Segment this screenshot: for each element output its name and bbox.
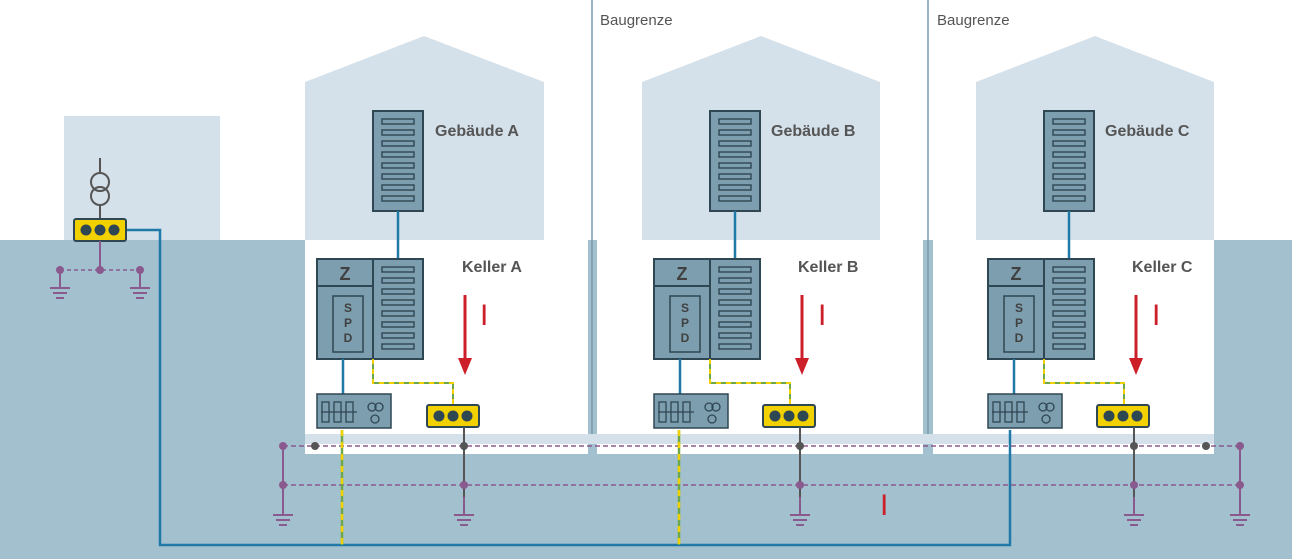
transformer-icon bbox=[90, 158, 110, 219]
ground-current-label: I bbox=[880, 489, 888, 522]
substation-busbar bbox=[73, 218, 127, 242]
meter-label-a: Z bbox=[340, 264, 351, 284]
earth-node bbox=[1236, 481, 1244, 489]
equipotential-busbar-icon bbox=[1096, 404, 1150, 428]
pen-node bbox=[279, 442, 287, 450]
pen-node bbox=[1130, 442, 1138, 450]
current-label-a: I bbox=[480, 299, 488, 332]
building-b bbox=[642, 36, 880, 240]
pen-node bbox=[796, 442, 804, 450]
pen-node bbox=[460, 442, 468, 450]
building-label-a: Gebäude A bbox=[435, 123, 519, 140]
boundary-label-1: Baugrenze bbox=[600, 12, 673, 29]
building-label-c: Gebäude C bbox=[1105, 123, 1190, 140]
equipotential-busbar-icon bbox=[426, 404, 480, 428]
foundation-strip bbox=[305, 434, 1214, 444]
pe-link-b bbox=[709, 359, 791, 405]
earth-node bbox=[279, 481, 287, 489]
current-label-c: I bbox=[1152, 299, 1160, 332]
pen-node bbox=[1236, 442, 1244, 450]
fuse-icon bbox=[987, 393, 1063, 429]
current-arrow-head bbox=[458, 358, 472, 375]
pen-node bbox=[1202, 442, 1210, 450]
boundary-label-2: Baugrenze bbox=[937, 12, 1010, 29]
earth-node bbox=[1130, 481, 1138, 489]
pe-link-c bbox=[1043, 359, 1125, 405]
building-c bbox=[976, 36, 1214, 240]
pe-link-a bbox=[372, 359, 454, 405]
basement-label-a: Keller A bbox=[462, 259, 522, 276]
current-arrow-head bbox=[1129, 358, 1143, 375]
earth-node bbox=[460, 481, 468, 489]
supply-cable bbox=[125, 228, 1012, 547]
distribution-cabinet-c bbox=[1043, 110, 1095, 212]
distribution-cabinet-b bbox=[709, 110, 761, 212]
earth-node bbox=[796, 481, 804, 489]
pen-node bbox=[311, 442, 319, 450]
fuse-icon bbox=[653, 393, 729, 429]
basement-label-c: Keller C bbox=[1132, 259, 1193, 276]
meter-label-c: Z bbox=[1011, 264, 1022, 284]
distribution-cabinet-a bbox=[372, 110, 424, 212]
meter-label-b: Z bbox=[677, 264, 688, 284]
current-label-b: I bbox=[818, 299, 826, 332]
fuse-icon bbox=[316, 393, 392, 429]
current-arrow-head bbox=[795, 358, 809, 375]
building-label-b: Gebäude B bbox=[771, 123, 855, 140]
basement-label-b: Keller B bbox=[798, 259, 858, 276]
equipotential-busbar-icon bbox=[762, 404, 816, 428]
building-a bbox=[305, 36, 544, 240]
